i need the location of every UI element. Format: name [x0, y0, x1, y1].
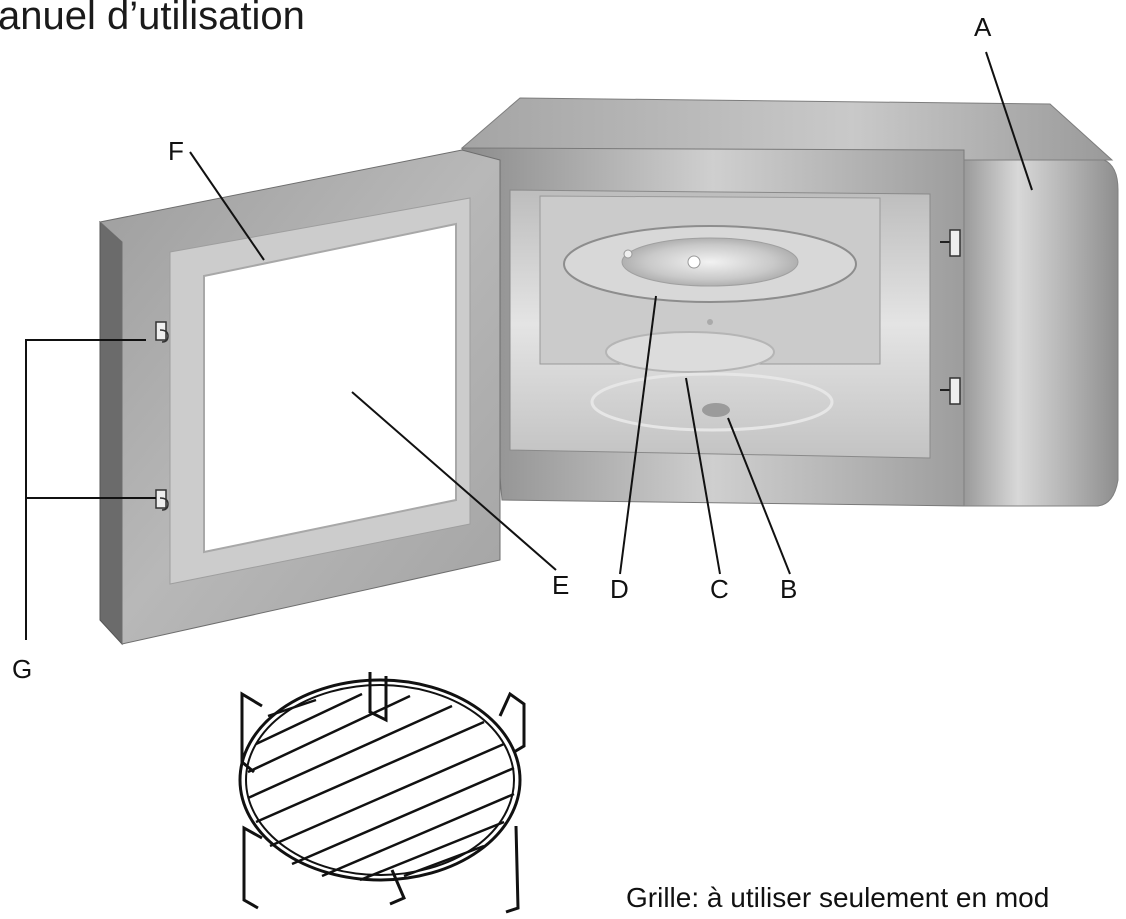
door-hook-top: [155, 321, 169, 343]
label-e: E: [552, 570, 570, 600]
label-f: F: [168, 136, 184, 166]
drive-shaft: [707, 319, 713, 325]
label-d: D: [610, 574, 629, 604]
leader-f: [189, 151, 265, 261]
floor-ring: [590, 372, 834, 432]
rack-bars: [247, 692, 515, 882]
leader-e: [351, 391, 557, 571]
label-a: A: [974, 12, 992, 42]
leader-a: [985, 51, 1033, 191]
coupler: [702, 403, 730, 417]
turntable-dot: [623, 249, 633, 259]
rack-caption: Grille: à utiliser seulement en mod: [626, 882, 1050, 913]
latch-receiver-bottom: [940, 377, 961, 405]
leader-d: [619, 295, 657, 575]
leader-c: [685, 377, 721, 575]
door-edge: [99, 220, 123, 646]
leader-g-top: [25, 339, 146, 640]
label-g: G: [12, 654, 33, 684]
door-window: [203, 222, 457, 554]
leader-b: [727, 417, 791, 575]
label-b: B: [780, 574, 798, 604]
door-hook-bottom: [155, 489, 169, 511]
control-panel: [963, 159, 1119, 507]
roller-ring: [605, 331, 775, 373]
turntable-hub: [687, 255, 701, 269]
rack-legs: [240, 672, 526, 914]
latch-receiver-top: [940, 229, 961, 257]
wire-rack: [238, 672, 526, 914]
page-title: anuel d’utilisation: [0, 0, 305, 38]
leader-lines: [25, 51, 1033, 640]
turntable-inner: [621, 237, 799, 287]
label-c: C: [710, 574, 729, 604]
